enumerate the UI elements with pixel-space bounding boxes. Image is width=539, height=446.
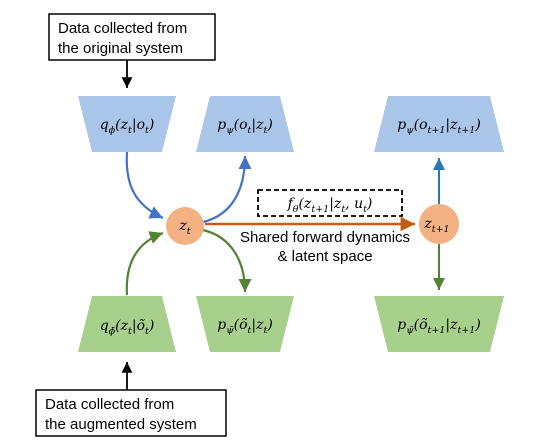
shared-dynamics-caption-line1: Shared forward dynamics — [240, 229, 410, 246]
dynamics-function-box: fθ(zt+1|zt, ut) — [257, 189, 403, 217]
latent-node-zt-label: zt — [178, 218, 190, 237]
decoder-augmented-t: pψ̃(õt|zt) — [196, 296, 294, 352]
decoder-augmented-t1: pψ̃(õt+1|zt+1) — [374, 296, 504, 352]
decoder-original-t1-label: pψ(ot+1|zt+1) — [397, 117, 481, 136]
original-source-line1: Data collected from — [58, 20, 187, 37]
dynamics-function-label: fθ(zt+1|zt, ut) — [287, 196, 373, 215]
zt-to-decoder-augmented-arrow — [202, 228, 252, 293]
decoder-augmented-t1-label: pψ̃(õt+1|zt+1) — [397, 317, 481, 336]
latent-node-zt1-label: zt+1 — [423, 216, 449, 235]
original-data-source-box: Data collected from the original system — [48, 13, 216, 61]
augmented-source-line2: the augmented system — [45, 416, 197, 433]
latent-node-zt1: zt+1 — [419, 204, 459, 244]
decoder-augmented-t-label: pψ̃(õt|zt) — [217, 317, 273, 336]
encoder-augmented: qϕ̃(zt|õt) — [78, 296, 176, 352]
encoder-augmented-to-zt-arrow — [125, 231, 164, 296]
decoder-original-t: pψ(ot|zt) — [196, 96, 294, 152]
shared-dynamics-caption-line2: & latent space — [277, 248, 372, 265]
decoder-original-t-label: pψ(ot|zt) — [217, 117, 273, 136]
augmented-source-line1: Data collected from — [45, 396, 174, 413]
latent-node-zt: zt — [166, 207, 204, 245]
encoder-original-label: qϕ(zt|ot) — [100, 117, 155, 136]
encoder-augmented-label: qϕ̃(zt|õt) — [100, 318, 155, 337]
encoder-original: qϕ(zt|ot) — [78, 96, 176, 152]
original-source-line2: the original system — [58, 40, 183, 57]
zt-to-decoder-original-arrow — [202, 155, 252, 224]
decoder-original-t1: pψ(ot+1|zt+1) — [374, 96, 504, 152]
encoder-original-to-zt-arrow — [125, 151, 164, 219]
augmented-data-source-box: Data collected from the augmented system — [35, 389, 227, 437]
